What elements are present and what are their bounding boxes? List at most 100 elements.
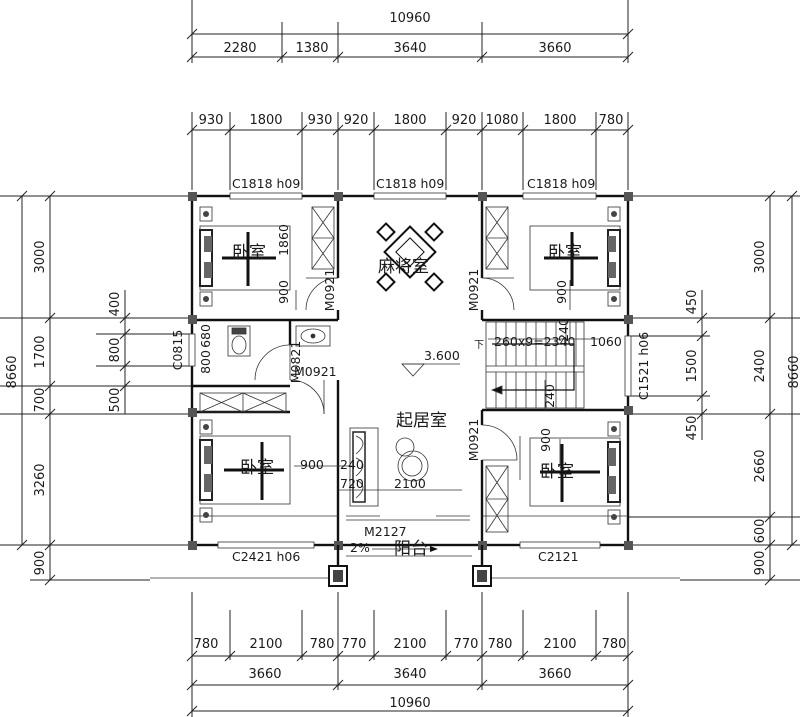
door-label-3: M0921 [294, 364, 337, 379]
dim-240-c: 240 [340, 457, 364, 472]
room-living: 起居室 [396, 411, 447, 431]
left-dimensions: 3000 1700 700 3260 900 8660 400 800 500 [0, 190, 192, 586]
top-win-dim-1: 930 [199, 113, 224, 128]
room-mahjong: 麻将室 [378, 257, 429, 277]
window-label-right: C1521 h06 [636, 332, 651, 400]
bottom-win-dim-5: 2100 [393, 637, 426, 652]
stair-down-label: 下 [474, 340, 484, 351]
bottom-win-dim-8: 2100 [543, 637, 576, 652]
bed-bottom-right [529, 421, 621, 525]
dim-240-b: 240 [542, 384, 557, 408]
sofa-set [349, 427, 429, 507]
mahjong-table [376, 222, 444, 292]
top-win-dim-6: 920 [452, 113, 477, 128]
top-dim-2: 1380 [295, 41, 328, 56]
right-total-dim: 8660 [787, 355, 800, 388]
dim-900-a: 900 [276, 280, 291, 304]
elevation-label: 3.600 [424, 348, 460, 363]
room-bedroom-top-left: 卧室 [232, 243, 266, 263]
left-dim-1: 3000 [33, 240, 48, 273]
slope-label: 2% [350, 540, 370, 555]
window-label-top-right: C1818 h09 [527, 176, 595, 191]
window-label-left: C0815 [170, 330, 185, 371]
left-dim-4: 3260 [33, 463, 48, 496]
window-label-top-left: C1818 h09 [232, 176, 300, 191]
door-swings [254, 277, 518, 521]
dim-800: 800 [198, 350, 213, 374]
bottom-dimensions: 780 2100 780 770 2100 770 780 2100 780 3… [186, 592, 634, 717]
top-win-dim-2: 1800 [249, 113, 282, 128]
left-dim-5: 900 [33, 551, 48, 576]
left-dim-3: 700 [33, 388, 48, 413]
door-label-4: M0921 [466, 419, 481, 462]
staircase [485, 321, 585, 409]
dim-1060: 1060 [590, 334, 622, 349]
door-label-6: M0821 [288, 341, 303, 384]
top-win-dim-3: 930 [308, 113, 333, 128]
top-win-dim-9: 780 [599, 113, 624, 128]
door-label-5: M2127 [364, 524, 407, 539]
top-dim-3: 3640 [393, 41, 426, 56]
window-label-top-mid: C1818 h09 [376, 176, 444, 191]
right-dim-3: 2660 [753, 449, 768, 482]
right-dim-2: 2400 [753, 349, 768, 382]
internal-dims: 1860 900 900 900 900 680 800 1060 240 24… [198, 224, 622, 491]
bottom-win-dim-9: 780 [602, 637, 627, 652]
room-bedroom-top-right: 卧室 [548, 243, 582, 263]
bottom-dim-3: 3660 [538, 667, 571, 682]
right-inner-dim-3: 450 [685, 416, 700, 441]
window-label-bottom-right: C2121 [538, 549, 579, 564]
top-win-dim-7: 1080 [485, 113, 518, 128]
right-inner-dim-1: 450 [685, 290, 700, 315]
bottom-win-dim-2: 2100 [249, 637, 282, 652]
bottom-dim-2: 3640 [393, 667, 426, 682]
left-dim-2: 1700 [33, 335, 48, 368]
room-bedroom-bottom-right: 卧室 [540, 462, 574, 482]
bottom-win-dim-1: 780 [194, 637, 219, 652]
right-dim-1: 3000 [753, 240, 768, 273]
bathroom-fixtures [227, 325, 331, 357]
right-inner-dim-2: 1500 [685, 349, 700, 382]
top-dimensions: 10960 2280 1380 3640 3660 930 18 [186, 0, 634, 190]
dim-680: 680 [198, 324, 213, 348]
door-label-2: M0921 [466, 269, 481, 312]
left-total-dim: 8660 [5, 355, 20, 388]
slope-arrow: 2% [350, 540, 438, 555]
windows [188, 192, 632, 549]
right-dimensions: 3000 2400 2660 900 8660 450 1500 450 600 [628, 190, 800, 586]
bottom-win-dim-4: 770 [342, 637, 367, 652]
bed-top-left [199, 206, 291, 307]
right-inner-dim-4: 600 [753, 519, 768, 544]
dim-2100: 2100 [394, 476, 426, 491]
door-label-1: M0921 [322, 269, 337, 312]
bottom-win-dim-7: 780 [488, 637, 513, 652]
dim-1860: 1860 [276, 224, 291, 256]
top-win-dim-8: 1800 [543, 113, 576, 128]
window-label-bottom-left: C2421 h06 [232, 549, 300, 564]
elevation-marker: 3.600 [401, 348, 460, 377]
room-bedroom-bottom-left: 卧室 [240, 458, 274, 478]
top-win-dim-5: 1800 [393, 113, 426, 128]
bed-bottom-left [199, 419, 291, 523]
dim-720: 720 [340, 476, 364, 491]
room-balcony: 阳台 [394, 539, 428, 559]
room-labels: 卧室 卧室 卧室 卧室 麻将室 起居室 阳台 [232, 243, 582, 559]
internal-dim-lines [294, 280, 600, 491]
window-door-labels: C1818 h09 C1818 h09 C1818 h09 C2421 h06 … [170, 176, 651, 564]
beds [199, 206, 621, 525]
bottom-total-dim: 10960 [389, 696, 430, 711]
top-total-dim: 10960 [389, 11, 430, 26]
left-inner-dim-2: 800 [108, 338, 123, 363]
dim-900-d: 900 [538, 428, 553, 452]
right-dim-4: 900 [753, 551, 768, 576]
top-win-dim-4: 920 [344, 113, 369, 128]
bed-top-right [529, 206, 621, 307]
top-dim-1: 2280 [223, 41, 256, 56]
left-inner-dim-3: 500 [108, 388, 123, 413]
dim-240-a: 240 [556, 318, 571, 342]
top-dim-4: 3660 [538, 41, 571, 56]
bottom-win-dim-6: 770 [454, 637, 479, 652]
stair-label: 260x9=2340 [494, 334, 576, 349]
bottom-dim-1: 3660 [248, 667, 281, 682]
